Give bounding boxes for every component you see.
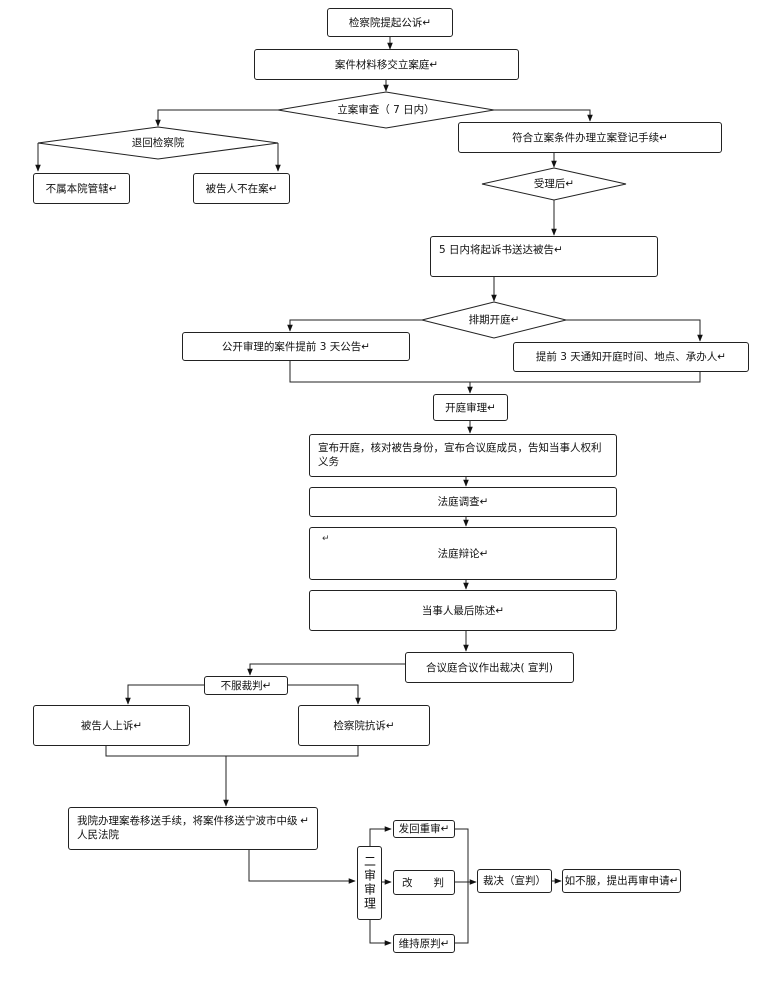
para-mark: ↵ bbox=[361, 340, 371, 353]
dissatisfied-label: 不服裁判 bbox=[220, 679, 263, 692]
ruling-label: 裁决（宣判） bbox=[483, 875, 546, 887]
debate-box: ↵ 法庭辩论↵ bbox=[309, 527, 617, 580]
para-mark: ↵ bbox=[669, 875, 679, 887]
register-box: 符合立案条件办理立案登记手续↵ bbox=[458, 122, 722, 153]
schedule-label: 排期开庭 bbox=[468, 314, 511, 326]
debate-label: 法庭辩论 bbox=[437, 547, 480, 560]
appeal-box: 被告人上诉↵ bbox=[33, 705, 190, 746]
para-mark: ↵ bbox=[133, 719, 143, 732]
para-mark: ↵ bbox=[268, 182, 278, 195]
para-mark: ↵ bbox=[487, 401, 496, 414]
revise-label: 改 判 bbox=[402, 876, 444, 889]
para-mark: ↵ bbox=[565, 178, 575, 190]
investigation-box: 法庭调查↵ bbox=[309, 487, 617, 517]
para-mark: ↵ bbox=[554, 244, 563, 256]
final-statement-box: 当事人最后陈述↵ bbox=[309, 590, 617, 631]
para-mark: ↵ bbox=[300, 815, 309, 827]
para-mark-corner: ↵ bbox=[322, 534, 330, 544]
transfer-box: 案件材料移交立案庭↵ bbox=[254, 49, 519, 80]
revise-box: 改 判 bbox=[393, 870, 455, 895]
dissatisfied-box: 不服裁判↵ bbox=[204, 676, 288, 695]
para-mark: ↵ bbox=[440, 823, 450, 835]
accepted-label-wrap: 受理后↵ bbox=[514, 177, 594, 191]
absent-label: 被告人不在案 bbox=[205, 182, 269, 195]
para-mark: ↵ bbox=[422, 16, 432, 29]
review-diamond bbox=[277, 91, 495, 129]
remand-label: 发回重审 bbox=[398, 823, 441, 835]
announce-label: 公开审理的案件提前 3 天公告 bbox=[221, 340, 362, 353]
hearing-label: 开庭审理 bbox=[445, 401, 488, 414]
uphold-box: 维持原判↵ bbox=[393, 934, 455, 953]
para-mark: ↵ bbox=[440, 937, 450, 950]
start-box: 检察院提起公诉↵ bbox=[327, 8, 453, 37]
verdict-label: 合议庭合议作出裁决( 宣判) bbox=[425, 661, 554, 674]
para-mark: ↵ bbox=[108, 182, 118, 195]
uphold-label: 维持原判 bbox=[398, 937, 441, 950]
investigation-label: 法庭调查 bbox=[437, 496, 480, 508]
para-mark: ↵ bbox=[385, 719, 395, 732]
schedule-label-wrap: 排期开庭↵ bbox=[454, 313, 534, 327]
register-label: 符合立案条件办理立案登记手续 bbox=[512, 131, 660, 144]
transmit-box: 我院办理案卷移送手续，将案件移送宁波市中级人民法院↵ bbox=[68, 807, 318, 850]
para-mark: ↵ bbox=[429, 58, 439, 71]
para-mark: ↵ bbox=[659, 131, 668, 144]
verdict-box: 合议庭合议作出裁决( 宣判) bbox=[405, 652, 574, 683]
opening-box: 宣布开庭，核对被告身份，宣布合议庭成员，告知当事人权利义务 bbox=[309, 434, 617, 477]
retrial-label: 如不服，提出再审申请 bbox=[564, 875, 670, 887]
accepted-label: 受理后 bbox=[533, 178, 566, 190]
remand-box: 发回重审↵ bbox=[393, 820, 455, 838]
review-label-wrap: 立案审查（ 7 日内） bbox=[318, 103, 454, 117]
return-diamond bbox=[37, 126, 279, 160]
announce-box: 公开审理的案件提前 3 天公告↵ bbox=[182, 332, 410, 361]
second-trial-label: 二审审理 bbox=[362, 855, 377, 911]
hearing-box: 开庭审理↵ bbox=[433, 394, 508, 421]
return-label: 退回检察院 bbox=[131, 137, 185, 149]
transfer-label: 案件材料移交立案庭 bbox=[334, 58, 430, 71]
retrial-box: 如不服，提出再审申请↵ bbox=[562, 869, 681, 893]
protest-box: 检察院抗诉↵ bbox=[298, 705, 430, 746]
para-mark: ↵ bbox=[495, 604, 505, 617]
review-label: 立案审查（ 7 日内） bbox=[337, 104, 435, 116]
final-statement-label: 当事人最后陈述 bbox=[421, 604, 496, 617]
opening-label: 宣布开庭，核对被告身份，宣布合议庭成员，告知当事人权利义务 bbox=[318, 442, 602, 468]
para-mark: ↵ bbox=[262, 679, 272, 692]
return-label-wrap: 退回检察院 bbox=[108, 136, 208, 150]
not-jurisdiction-label: 不属本院管辖 bbox=[45, 182, 109, 195]
para-mark: ↵ bbox=[479, 547, 489, 560]
para-mark: ↵ bbox=[510, 314, 520, 326]
para-mark: ↵ bbox=[717, 351, 727, 363]
para-mark: ↵ bbox=[479, 496, 489, 508]
appeal-label: 被告人上诉 bbox=[80, 719, 134, 732]
protest-label: 检察院抗诉 bbox=[333, 719, 386, 732]
notify-label: 提前 3 天通知开庭时间、地点、承办人 bbox=[535, 351, 718, 363]
second-trial-box: 二审审理 bbox=[357, 846, 382, 920]
ruling-box: 裁决（宣判） bbox=[477, 869, 552, 893]
serve-label: 5 日内将起诉书送达被告 bbox=[439, 244, 555, 256]
start-label: 检察院提起公诉 bbox=[348, 16, 423, 29]
notify-box: 提前 3 天通知开庭时间、地点、承办人↵ bbox=[513, 342, 749, 372]
absent-box: 被告人不在案↵ bbox=[193, 173, 290, 204]
schedule-diamond bbox=[421, 301, 567, 339]
serve-box: 5 日内将起诉书送达被告↵ bbox=[430, 236, 658, 277]
not-jurisdiction-box: 不属本院管辖↵ bbox=[33, 173, 130, 204]
transmit-label: 我院办理案卷移送手续，将案件移送宁波市中级人民法院 bbox=[77, 815, 298, 841]
